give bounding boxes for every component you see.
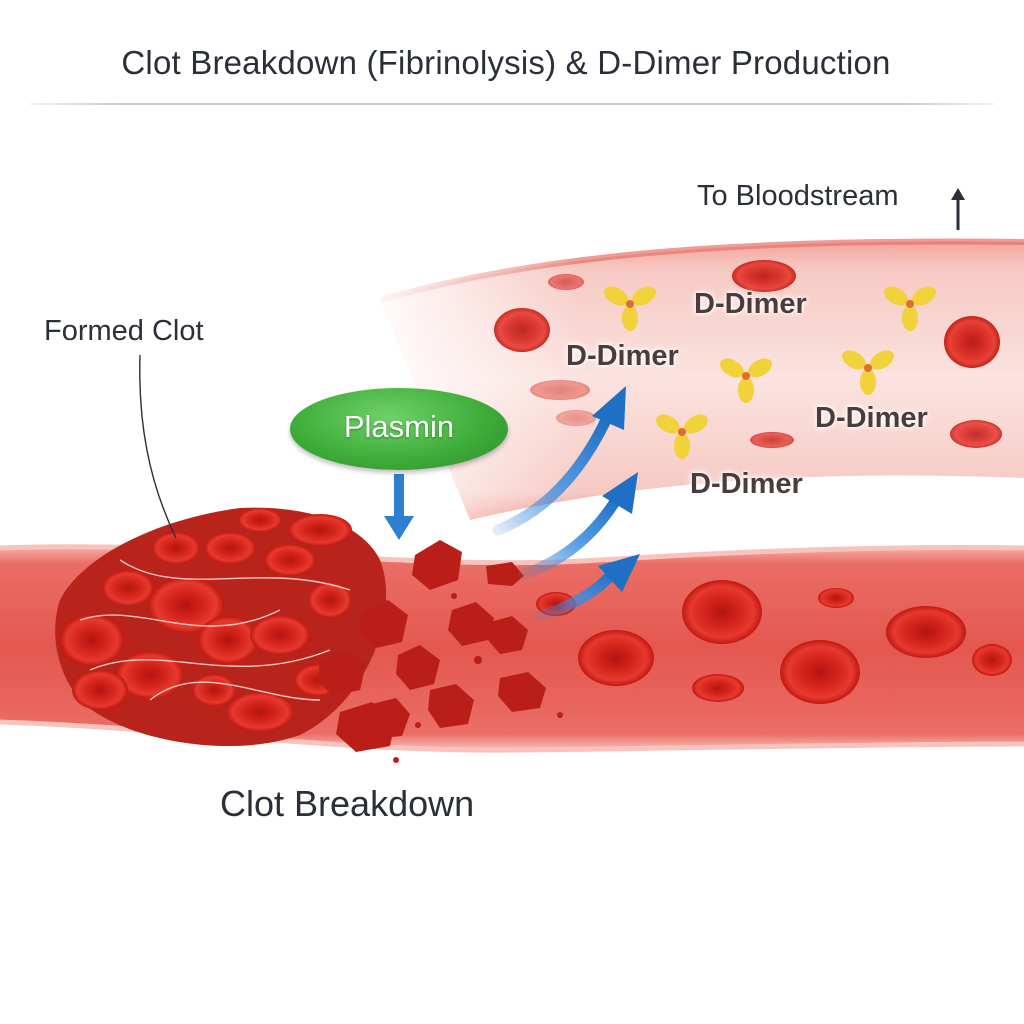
d-dimer-label: D-Dimer — [694, 288, 807, 320]
formed-clot — [55, 507, 387, 747]
d-dimer-label: D-Dimer — [690, 468, 803, 500]
red-blood-cells — [494, 260, 1012, 704]
plasmin-label: Plasmin — [343, 409, 455, 444]
d-dimer-label: D-Dimer — [566, 340, 679, 372]
to-bloodstream-label: To Bloodstream — [697, 180, 899, 212]
up-arrow-icon — [951, 188, 965, 230]
formed-clot-label: Formed Clot — [44, 315, 204, 347]
clot-breakdown-label: Clot Breakdown — [220, 783, 475, 824]
plasmin-enzyme: Plasmin — [290, 388, 508, 470]
clot-fragments — [309, 540, 563, 763]
d-dimer-label: D-Dimer — [815, 402, 928, 434]
title-divider — [30, 103, 994, 105]
formed-clot-pointer — [139, 354, 177, 539]
diagram-title: Clot Breakdown (Fibrinolysis) & D-Dimer … — [121, 44, 891, 81]
plasmin-action-arrow — [384, 474, 414, 540]
release-arrows — [492, 386, 640, 622]
d-dimer-molecules — [604, 286, 936, 459]
